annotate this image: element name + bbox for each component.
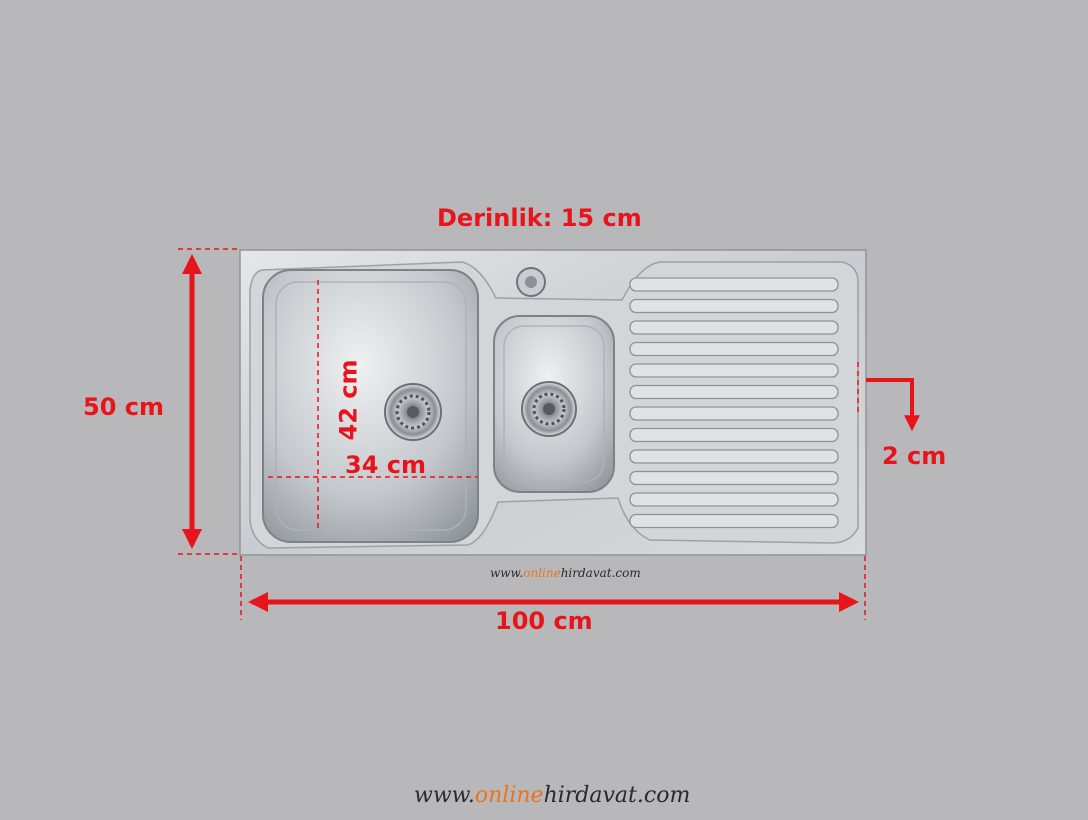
tap-hole-center: [525, 276, 537, 288]
watermark-accent: online: [523, 566, 561, 580]
bowl-width-label: 34 cm: [345, 451, 426, 479]
small-bowl-inner: [503, 325, 605, 483]
width-label: 100 cm: [495, 607, 593, 635]
drainer-rib: [629, 406, 839, 421]
watermark-suffix: .com: [611, 566, 641, 580]
depth-label: Derinlik: 15 cm: [437, 204, 642, 232]
drainer-rib: [629, 470, 839, 486]
drainer-rib: [629, 320, 839, 335]
watermark-large: www.onlinehirdavat.com: [414, 783, 690, 808]
drainer-ribs: [629, 277, 839, 529]
large-bowl: [262, 269, 479, 543]
rim-arrow: [866, 378, 920, 432]
watermark-name: hirdavat: [543, 783, 637, 808]
large-bowl-inner: [275, 281, 467, 531]
drainer-rib: [629, 384, 839, 400]
watermark-prefix: www.: [414, 783, 475, 808]
drainer-rib: [629, 277, 839, 292]
watermark-name: hirdavat: [560, 566, 612, 580]
drainer-rib: [629, 427, 839, 443]
rim-label: 2 cm: [882, 442, 947, 470]
drainer-rib: [629, 363, 839, 378]
watermark-small: www.onlinehirdavat.com: [490, 566, 641, 580]
drain-icon: [521, 381, 577, 437]
drainer-rib: [629, 298, 839, 314]
watermark-prefix: www.: [490, 566, 524, 580]
height-label: 50 cm: [83, 393, 164, 421]
watermark-suffix: .com: [636, 783, 691, 808]
drainer-rib: [629, 449, 839, 464]
dimension-guides: [178, 248, 866, 620]
drainer-rib: [629, 513, 839, 529]
drainer-rib: [629, 341, 839, 357]
bowl-height-label: 42 cm: [334, 359, 363, 441]
drain-icon: [384, 383, 442, 441]
watermark-accent: online: [474, 783, 544, 808]
drainer-rib: [629, 492, 839, 507]
